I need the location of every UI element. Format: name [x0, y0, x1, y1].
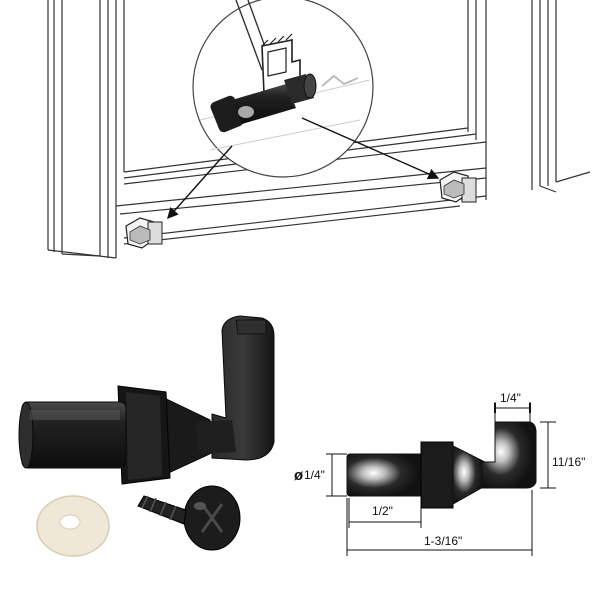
dimension-labels: 1/4" 11/16" ø 1/4" 1/2" 1-3/16": [294, 391, 585, 548]
dimension-drawing: [346, 421, 537, 509]
screw: [137, 485, 241, 551]
dim-height: 11/16": [552, 455, 585, 469]
dim-shaft-length: 1/2": [372, 504, 393, 518]
dim-tip-width: 1/4": [500, 391, 521, 405]
left-roller-small: [125, 217, 163, 249]
arrow-to-left-roller: [167, 145, 233, 220]
right-roller-small: [439, 171, 477, 203]
dim-overall-length: 1-3/16": [424, 534, 462, 548]
product-photo: [18, 315, 275, 485]
detail-zoom-circle: [192, 0, 374, 178]
dim-shaft-diameter: 1/4": [304, 468, 325, 482]
arrow-to-right-roller: [301, 117, 440, 180]
dim-diameter-symbol: ø: [294, 467, 304, 484]
dimension-lines: [326, 402, 556, 556]
washer: [36, 495, 110, 557]
